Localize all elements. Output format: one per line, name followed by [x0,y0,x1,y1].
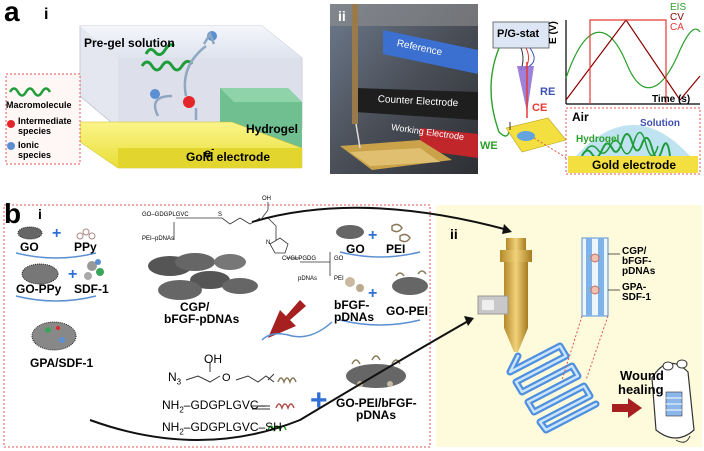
plot-legend-cv: CV [670,12,684,23]
inset-gold: Gold electrode [592,158,677,172]
panel-a-ii-label: ii [338,8,346,24]
plot-legend-ca: CA [670,22,684,33]
panel-b-ii-label: ii [450,226,458,242]
macromolecule-strand [140,59,194,72]
cgp-label-2: bFGF-pDNAs [164,312,240,326]
healing-arrow [612,398,642,418]
go-sheet-icon-2 [336,225,364,239]
bfgf-label-1: bFGF- [334,298,370,312]
fiber-closeup [561,237,620,381]
device-gpa-2: SDF-1 [622,292,651,303]
legend-ionic-1: Ionic [18,140,40,150]
synthesis-arrow [268,300,306,338]
peptide-line-1: NH2–GDGPLGVC– [162,398,266,415]
struct-top-chain: GO–GDGPLGVC [142,212,189,218]
pei-label: PEI [386,242,406,256]
svg-text:+: + [52,225,61,242]
panel-b-i-label: i [38,206,42,222]
svg-text:+: + [368,285,377,302]
device-cgp-2: bFGF- [622,256,652,267]
plot-ylabel: E (V) [548,21,559,44]
legend-intermediate-2: species [18,126,52,136]
inset-solution: Solution [640,118,680,129]
cgp-structure [148,202,331,300]
setup-photo [330,4,478,174]
electron-label: e- [204,144,215,161]
plot-legend-eis: EIS [670,2,687,13]
legend-intermediate-1: Intermediate [18,116,72,126]
cv-curve [565,18,701,101]
struct-pdnas: pDNAs [298,276,318,282]
gopei-bfgf-label-2: pDNAs [356,408,397,422]
struct-go-r: GO [334,256,344,262]
panel-b-letter: b [4,198,22,229]
ca-curve [589,19,667,104]
go-pei-label: GO-PEI [386,304,429,318]
bfgf-icon [345,277,364,292]
inset-air: Air [572,110,589,124]
go-sheet-icon [17,226,43,240]
gpa-sdf1-label: GPA/SDF-1 [30,356,94,370]
device-cgp-1: CGP/ [622,246,647,257]
device-gpa-1: GPA- [622,282,647,293]
go-pei-icon [392,270,428,295]
struct-cvglpgdg: CVGLPGDG [282,256,317,262]
monomer-structure [185,362,297,433]
wound-label-1: Wound [620,368,664,383]
gpa-sdf1-icon [31,321,77,351]
hydrogel-label: Hydrogel [246,122,299,136]
sdf1-icon [84,259,104,280]
potential-plot [565,18,701,105]
potentiostat-schematic [490,21,571,161]
struct-pei-pdnas: PEI–pDNAs [142,236,175,242]
gel-box [79,25,303,169]
sdf1-label: SDF-1 [74,282,109,296]
legend-macromolecule: Macromolecule [6,100,72,110]
struct-s: S [218,212,223,218]
svg-text:+: + [310,384,328,417]
we-label: WE [480,140,498,152]
go-ppy-icon [21,263,59,285]
o-atom-1: O [222,372,231,384]
flow-arrow-top [251,206,509,231]
pei-icon [391,223,411,243]
n3-label: N3 [168,370,182,387]
hydrogel-inset [565,107,701,175]
ppy-icon [76,228,96,240]
panel-a-i-label: i [44,6,49,23]
mouse-illustration [651,359,695,443]
ce-label: CE [532,102,548,114]
wound-label-2: healing [618,382,664,397]
oh-label: OH [204,352,222,366]
gold-electrode-label: Gold electrode [186,150,271,164]
device-cgp-3: pDNAs [622,266,656,277]
serpentine-scaffold [506,342,600,434]
eis-curve [565,28,701,89]
legend-ionic-2: species [18,150,52,160]
injector-device [477,238,532,352]
svg-text:+: + [68,266,77,283]
inset-hydrogel: Hydrogel [576,134,620,145]
bfgf-label-2: pDNAs [334,310,375,324]
panel-b-i-background [3,204,431,448]
re-label: RE [540,86,556,98]
go-label: GO [20,240,39,254]
plot-xlabel: Time (s) [652,94,691,105]
struct-oh: OH [262,196,271,202]
pregel-label: Pre-gel solution [84,36,175,50]
go-ppy-label: GO-PPy [16,282,62,296]
intermediate-species-dot [183,96,195,108]
flow-arrow-bottom [89,319,471,441]
svg-text:+: + [368,227,377,244]
gopei-bfgf-label-1: GO-PEI/bFGF- [336,396,417,410]
struct-n: N [266,240,271,246]
cgp-label-1: CGP/ [180,300,210,314]
go2-label: GO [346,242,365,256]
pgstat-title: P/G-stat [497,28,540,40]
panel-a-letter: a [4,0,20,27]
ppy-label: PPy [74,240,97,254]
struct-pei-r: PEI [334,276,344,282]
peptide-line-2: NH2–GDGPLGVC–SH [162,420,282,437]
